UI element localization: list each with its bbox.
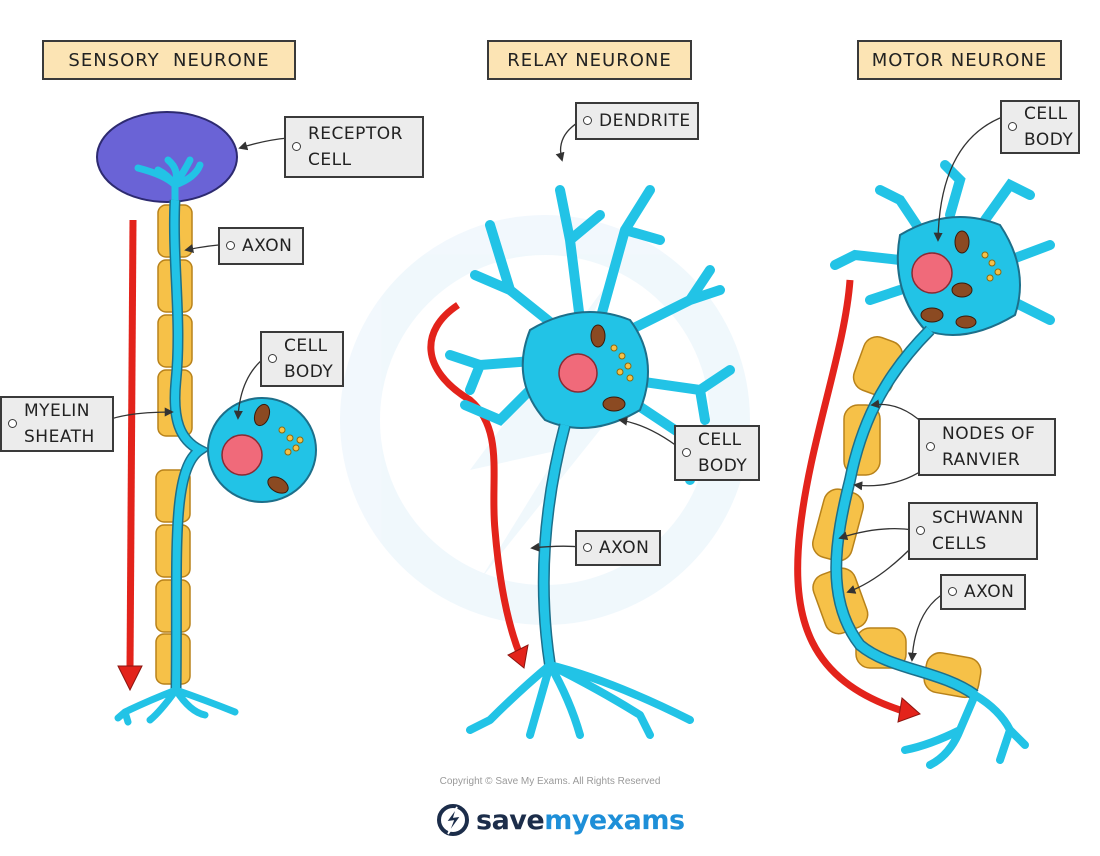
- motor-dendrites: [830, 160, 1055, 325]
- motor-nucleus: [911, 252, 953, 294]
- copyright-notice: Copyright © Save My Exams. All Rights Re…: [439, 776, 661, 787]
- relay-neurone: [427, 185, 735, 739]
- sensory-cell-body-label: CELL BODY: [260, 331, 344, 387]
- lightning-icon: [437, 804, 469, 836]
- sensory-nucleus: [221, 434, 263, 476]
- receptor-cell-label: RECEPTOR CELL: [284, 116, 424, 178]
- motor-cell-body: [896, 216, 1021, 336]
- dendrite-label: DENDRITE: [575, 102, 699, 140]
- relay-neurone-title: RELAY NEURONE: [487, 40, 692, 80]
- motor-impulse-arrow: [794, 279, 921, 723]
- motor-neurone-title: MOTOR NEURONE: [857, 40, 1062, 80]
- sensory-axon-label: AXON: [218, 227, 304, 265]
- myelin-sheath-label: MYELIN SHEATH: [0, 396, 114, 452]
- logo-myexams-text: myexams: [544, 804, 685, 836]
- sensory-neurone: [96, 111, 317, 726]
- motor-cell-body-label: CELL BODY: [1000, 100, 1080, 154]
- sensory-neurone-title: SENSORY NEURONE: [42, 40, 296, 80]
- relay-nucleus: [558, 353, 598, 393]
- sensory-axon-terminal: [114, 686, 239, 726]
- nodes-of-ranvier-label: NODES OF RANVIER: [918, 418, 1056, 476]
- sensory-dendrite: [134, 156, 204, 209]
- relay-axon-label: AXON: [575, 530, 661, 566]
- logo-save-text: save: [476, 804, 545, 836]
- schwann-cells-label: SCHWANN CELLS: [908, 502, 1038, 560]
- relay-cell-body-label: CELL BODY: [674, 425, 760, 481]
- relay-impulse-arrow: [427, 302, 529, 669]
- motor-axon-label: AXON: [940, 574, 1026, 610]
- motor-axon-terminal: [901, 691, 1029, 769]
- save-my-exams-logo: savemyexams: [436, 800, 685, 840]
- sensory-impulse-arrow: [117, 219, 143, 692]
- relay-axon-terminal: [466, 661, 694, 739]
- motor-neurone: [794, 160, 1055, 769]
